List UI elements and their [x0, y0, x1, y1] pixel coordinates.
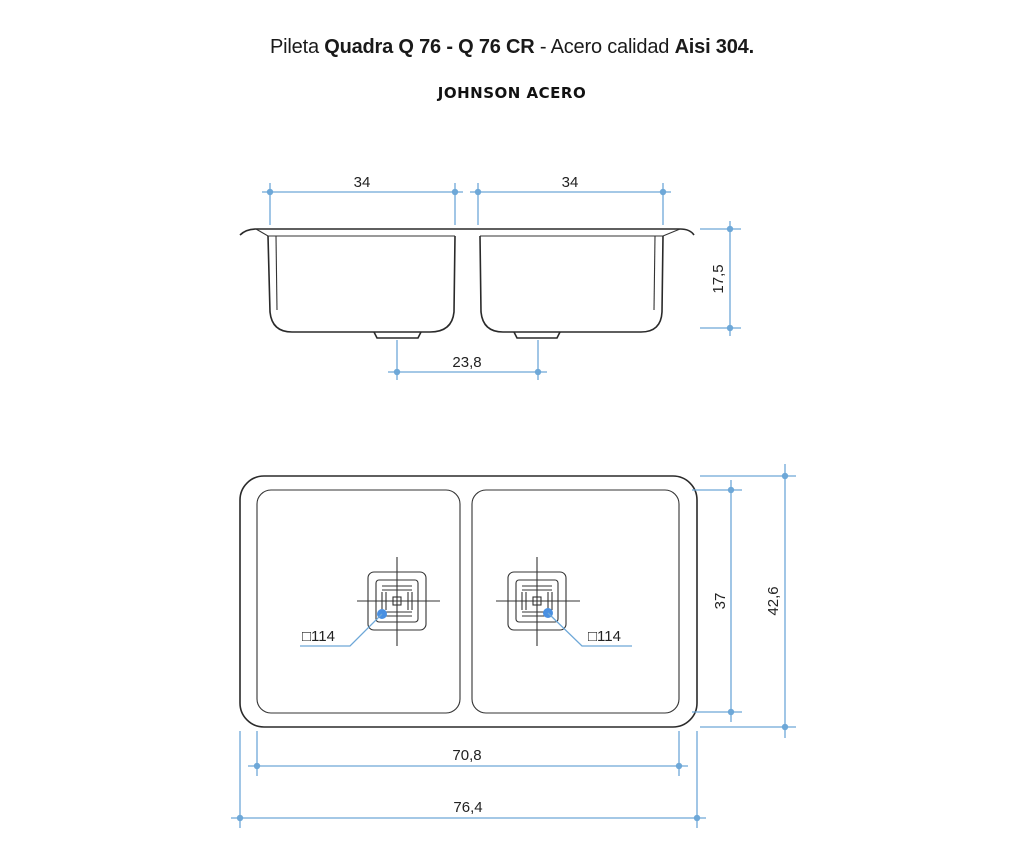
- right-bowl: [471, 489, 680, 714]
- brand-name: JOHNSON ACERO: [437, 84, 587, 102]
- title-middle: - Acero calidad: [534, 36, 675, 58]
- title-prefix: Pileta: [270, 36, 325, 58]
- dim-drain-spacing-label: 23,8: [452, 354, 481, 371]
- side-rim: [239, 228, 695, 236]
- right-drain-label: □114: [588, 628, 621, 645]
- side-left-bowl: [267, 235, 456, 333]
- dim-depth-label: 17,5: [710, 264, 727, 293]
- side-right-bowl: [479, 235, 664, 333]
- dim-right-width-label: 34: [562, 174, 579, 191]
- dim-inner-height-label: 37: [712, 593, 729, 610]
- left-drain-label: □114: [302, 628, 335, 645]
- outer-rim: [239, 475, 698, 728]
- dim-right-width: 34: [470, 174, 671, 225]
- right-drain: □114: [496, 557, 632, 647]
- dim-inner-width-label: 70,8: [452, 747, 481, 764]
- left-bowl: [256, 489, 461, 714]
- side-left-drain: [373, 331, 422, 339]
- dim-outer-height-label: 42,6: [765, 586, 782, 615]
- side-view: 34 34 17,5 23,8: [239, 174, 741, 380]
- dim-outer-width-label: 76,4: [453, 799, 482, 816]
- left-drain: □114: [300, 557, 440, 647]
- dim-inner-height: 37: [692, 480, 742, 722]
- dim-depth: 17,5: [700, 221, 741, 336]
- dim-outer-width: 76,4: [231, 731, 706, 828]
- dim-outer-height: 42,6: [700, 464, 796, 738]
- title-model: Quadra Q 76 - Q 76 CR: [324, 36, 535, 58]
- dim-left-width-label: 34: [354, 174, 371, 191]
- dim-drain-spacing: 23,8: [388, 340, 547, 380]
- page-title: Pileta Quadra Q 76 - Q 76 CR - Acero cal…: [0, 36, 1024, 59]
- title-grade: Aisi 304.: [674, 36, 755, 58]
- dim-inner-width: 70,8: [248, 731, 688, 776]
- top-view: □114 □114 37: [231, 464, 796, 828]
- dim-left-width: 34: [262, 174, 463, 225]
- side-right-drain: [513, 331, 561, 339]
